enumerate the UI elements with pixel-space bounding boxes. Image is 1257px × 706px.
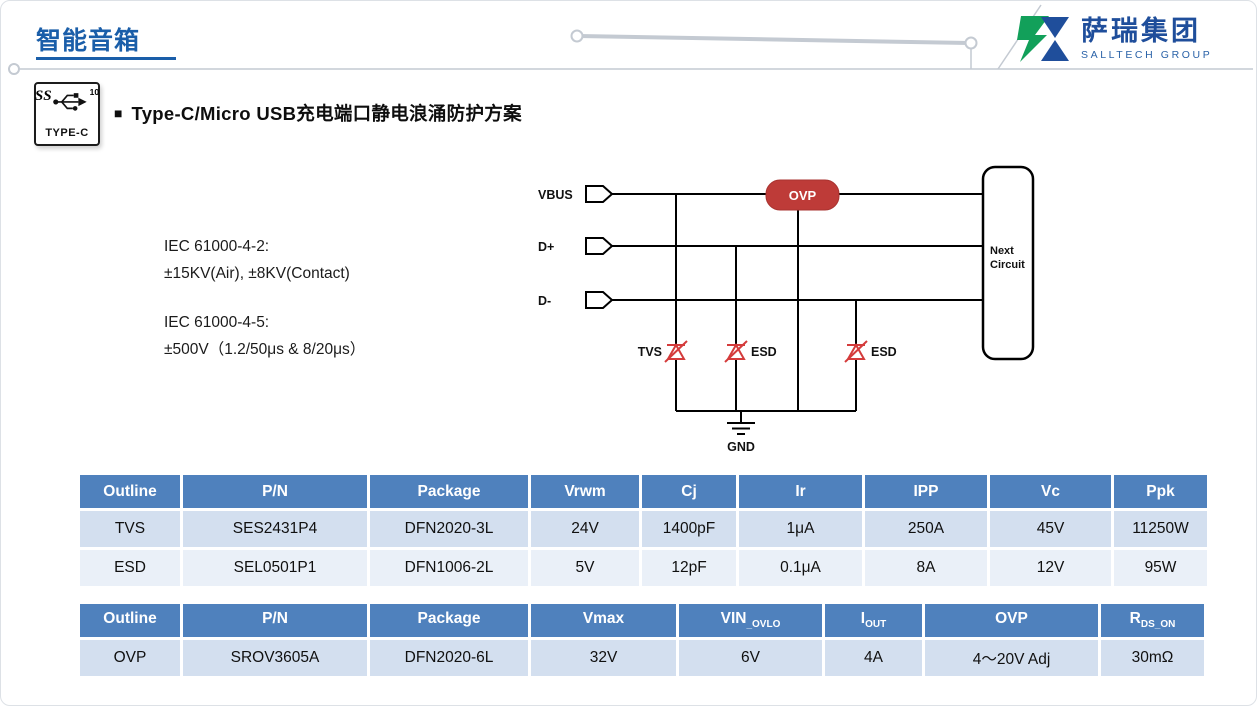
table-cell: 11250W: [1114, 511, 1207, 547]
salltech-logo-icon: [1017, 16, 1069, 62]
usb-ss-label: SS: [34, 88, 52, 104]
logo-subtitle: SALLTECH GROUP: [1081, 48, 1213, 61]
section-heading-text: Type-C/Micro USB充电端口静电浪涌防护方案: [131, 103, 522, 124]
esd-label: ESD: [871, 345, 897, 359]
spacer: [164, 287, 365, 309]
ovp-spec-table: Outline P/N Package Vmax VIN_OVLO IOUT O…: [77, 601, 1207, 679]
table-row: TVS SES2431P4 DFN2020-3L 24V 1400pF 1μA …: [80, 511, 1207, 547]
table-cell: 5V: [531, 550, 639, 586]
column-header: Cj: [642, 475, 736, 508]
esd-label: ESD: [751, 345, 777, 359]
gnd-symbol-icon: [727, 411, 755, 435]
table-cell: 45V: [990, 511, 1111, 547]
tvs-diode-icon: [664, 340, 688, 363]
column-header: Package: [370, 604, 528, 637]
usb-speed-label: 10: [89, 87, 100, 97]
table-cell: 12pF: [642, 550, 736, 586]
iec-specs: IEC 61000-4-2: ±15KV(Air), ±8KV(Contact)…: [164, 233, 365, 363]
section-heading: ■ Type-C/Micro USB充电端口静电浪涌防护方案: [114, 100, 522, 126]
column-header: Vrwm: [531, 475, 639, 508]
vbus-label: VBUS: [538, 188, 573, 202]
column-header: P/N: [183, 475, 367, 508]
table-cell: 24V: [531, 511, 639, 547]
table-cell: 32V: [531, 640, 676, 676]
column-header: Ppk: [1114, 475, 1207, 508]
column-header: OVP: [925, 604, 1098, 637]
column-header: Vc: [990, 475, 1111, 508]
iec-standard-2: IEC 61000-4-5:: [164, 314, 270, 331]
table-cell: SEL0501P1: [183, 550, 367, 586]
table-cell: DFN2020-6L: [370, 640, 528, 676]
table-cell: 12V: [990, 550, 1111, 586]
logo-name: 萨瑞集团: [1081, 16, 1201, 47]
column-header: VIN_OVLO: [679, 604, 822, 637]
tvs-label: TVS: [638, 345, 662, 359]
column-header: Ir: [739, 475, 862, 508]
bullet-square-icon: ■: [114, 105, 123, 121]
table-cell: 250A: [865, 511, 987, 547]
table-cell: 6V: [679, 640, 822, 676]
title-underline: [36, 57, 176, 60]
table-row: ESD SEL0501P1 DFN1006-2L 5V 12pF 0.1μA 8…: [80, 550, 1207, 586]
esd-diode-icon: [844, 340, 868, 363]
table-cell: 1400pF: [642, 511, 736, 547]
usb-superspeed-mark: SS 10: [34, 87, 100, 113]
column-header: RDS_ON: [1101, 604, 1204, 637]
table-cell: 8A: [865, 550, 987, 586]
table-cell: 4A: [825, 640, 922, 676]
dplus-label: D+: [538, 240, 554, 254]
ovp-box: [765, 179, 840, 211]
column-header: Vmax: [531, 604, 676, 637]
usb-trident-icon: [52, 93, 87, 111]
column-header: P/N: [183, 604, 367, 637]
column-header: IOUT: [825, 604, 922, 637]
dminus-label: D-: [538, 294, 551, 308]
dminus-connector-icon: [585, 291, 614, 309]
vbus-connector-icon: [585, 185, 614, 203]
next-circuit-box: [981, 165, 1035, 361]
dplus-connector-icon: [585, 237, 614, 255]
table-cell: TVS: [80, 511, 180, 547]
circuit-diagram: Next Circuit OVP VBUS D+ D- TVS ESD ESD …: [538, 165, 1035, 454]
logo: 萨瑞集团 SALLTECH GROUP: [1015, 15, 1212, 63]
table-cell: ESD: [80, 550, 180, 586]
table-cell: SES2431P4: [183, 511, 367, 547]
tvs-esd-spec-table: Outline P/N Package Vrwm Cj Ir IPP Vc Pp…: [77, 472, 1210, 589]
table-header-row: Outline P/N Package Vrwm Cj Ir IPP Vc Pp…: [80, 475, 1207, 508]
column-header: Package: [370, 475, 528, 508]
table-cell: SROV3605A: [183, 640, 367, 676]
decor-circle-icon: [964, 36, 978, 50]
iec-rating-1: ±15KV(Air), ±8KV(Contact): [164, 265, 350, 282]
iec-rating-2: ±500V（1.2/50μs & 8/20μs）: [164, 341, 366, 358]
table-cell: DFN1006-2L: [370, 550, 528, 586]
table-cell: DFN2020-3L: [370, 511, 528, 547]
gnd-label: GND: [727, 440, 755, 454]
table-header-row: Outline P/N Package Vmax VIN_OVLO IOUT O…: [80, 604, 1204, 637]
table-cell: 30mΩ: [1101, 640, 1204, 676]
table-cell: 95W: [1114, 550, 1207, 586]
decor-circle-icon: [8, 63, 20, 75]
esd-diode-icon: [724, 340, 748, 363]
page-title: 智能音箱: [36, 27, 141, 55]
next-circuit-label: Next: [990, 245, 1014, 257]
column-header: IPP: [865, 475, 987, 508]
next-circuit-label: Circuit: [990, 259, 1025, 271]
decor-circle-icon: [570, 29, 584, 43]
ovp-label: OVP: [789, 188, 817, 203]
table-row: OVP SROV3605A DFN2020-6L 32V 6V 4A 4～20V…: [80, 640, 1204, 676]
table-cell: 0.1μA: [739, 550, 862, 586]
usb-typec-icon: SS 10 TYPE-C: [34, 82, 100, 146]
table-cell: 4～20V Adj: [925, 640, 1098, 676]
column-header: Outline: [80, 475, 180, 508]
column-header: Outline: [80, 604, 180, 637]
iec-standard-1: IEC 61000-4-2:: [164, 238, 270, 255]
table-cell: OVP: [80, 640, 180, 676]
table-cell: 1μA: [739, 511, 862, 547]
usb-typec-label: TYPE-C: [45, 127, 89, 139]
